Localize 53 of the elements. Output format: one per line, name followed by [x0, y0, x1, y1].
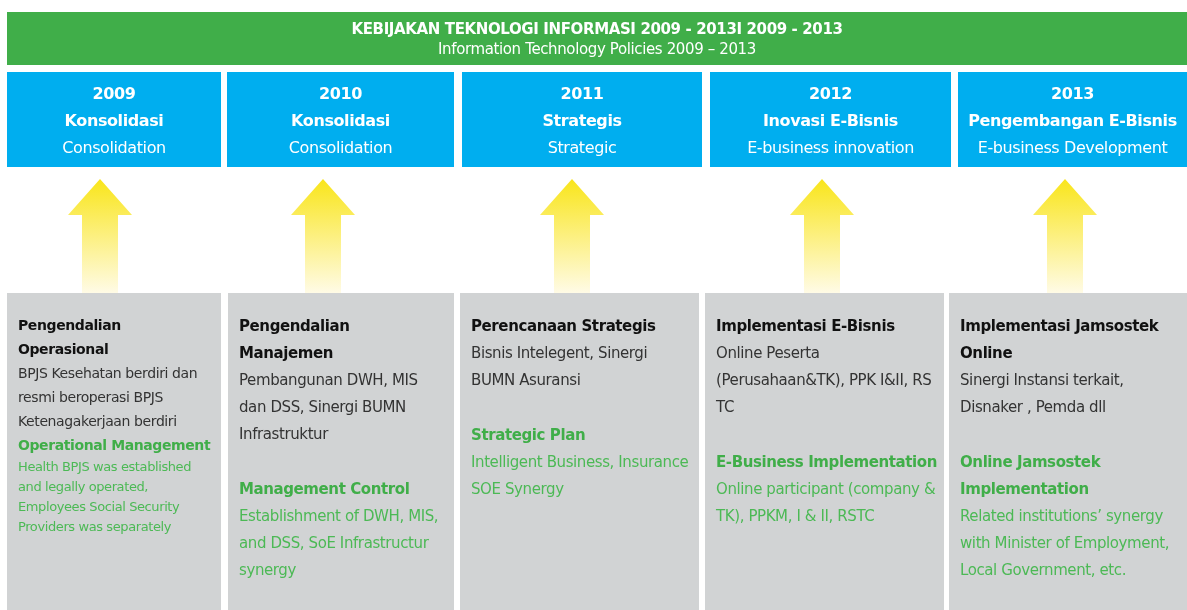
panel-heading: Perencanaan Strategis: [471, 316, 657, 337]
block-arrow: [291, 179, 355, 293]
description-panel: [705, 293, 944, 610]
phase-subtitle: Consolidation: [288, 137, 393, 159]
phase-subtitle: E-business Development: [977, 137, 1168, 159]
block-arrow: [540, 179, 604, 293]
panel-description-english: Health BPJS was established and legally operated, Employees Social Security Providers was separately: [18, 458, 193, 536]
year-box: [7, 72, 221, 167]
phase-subtitle: Strategic: [547, 137, 617, 159]
panel-heading-english: E-Business Implementation: [716, 452, 938, 473]
panel-heading-english: Strategic Plan: [471, 425, 587, 446]
panel-heading: Implementasi Jamsostek Online: [960, 316, 1160, 364]
phase-title: Konsolidasi: [64, 110, 164, 132]
panel-heading: Implementasi E-Bisnis: [716, 316, 896, 337]
phase-title: Inovasi E-Bisnis: [763, 110, 898, 132]
year-label: 2011: [560, 83, 604, 105]
panel-heading-english: Management Control: [239, 479, 411, 500]
panel-description: Online Peserta (Perusahaan&TK), PPK I&II, RS TC: [716, 343, 933, 418]
panel-heading: Pengendalian Operasional: [18, 316, 122, 359]
phase-title: Pengembangan E-Bisnis: [968, 110, 1177, 132]
year-box: [958, 72, 1187, 167]
block-arrow: [790, 179, 854, 293]
description-panel: [228, 293, 454, 610]
description-panel: [460, 293, 699, 610]
phase-subtitle: E-business innovation: [747, 137, 914, 159]
description-panel: [949, 293, 1187, 610]
year-box: [227, 72, 454, 167]
banner-title: KEBIJAKAN TEKNOLOGI INFORMASI 2009 - 2013I 2009 - 2013: [351, 18, 843, 39]
phase-title: Strategis: [542, 110, 622, 132]
year-label: 2009: [92, 83, 136, 105]
year-box: [462, 72, 702, 167]
panel-heading-english: Operational Management: [18, 436, 212, 455]
panel-description: Bisnis Intelegent, Sinergi BUMN Asuransi: [471, 343, 649, 391]
panel-heading-english: Online Jamsostek Implementation: [960, 452, 1102, 500]
year-label: 2012: [809, 83, 852, 105]
panel-description-english: Related institutions’ synergy with Minister of Employment, Local Government, etc.: [960, 506, 1171, 581]
panel-description: Pembangunan DWH, MIS dan DSS, Sinergi BUMN Infrastruktur: [239, 370, 419, 445]
year-label: 2010: [319, 83, 362, 105]
phase-title: Konsolidasi: [291, 110, 390, 132]
panel-heading: Pengendalian Manajemen: [239, 316, 351, 364]
year-box: [710, 72, 951, 167]
phase-subtitle: Consolidation: [62, 137, 166, 159]
title-banner: [7, 12, 1187, 65]
banner-subtitle: Information Technology Policies 2009 – 2013: [438, 38, 756, 59]
block-arrow: [1033, 179, 1097, 293]
panel-description: BPJS Kesehatan berdiri dan resmi beroperasi BPJS Ketenagakerjaan berdiri: [18, 364, 199, 431]
block-arrow: [68, 179, 132, 293]
panel-description-english: Establishment of DWH, MIS, and DSS, SoE Infrastructur synergy: [239, 506, 440, 581]
description-panel: [7, 293, 221, 610]
panel-description-english: Intelligent Business, Insurance SOE Synergy: [471, 452, 690, 500]
panel-description-english: Online participant (company & TK), PPKM, I & II, RSTC: [716, 479, 937, 527]
panel-description: Sinergi Instansi terkait, Disnaker , Pemda dll: [960, 370, 1125, 418]
year-label: 2013: [1051, 83, 1094, 105]
